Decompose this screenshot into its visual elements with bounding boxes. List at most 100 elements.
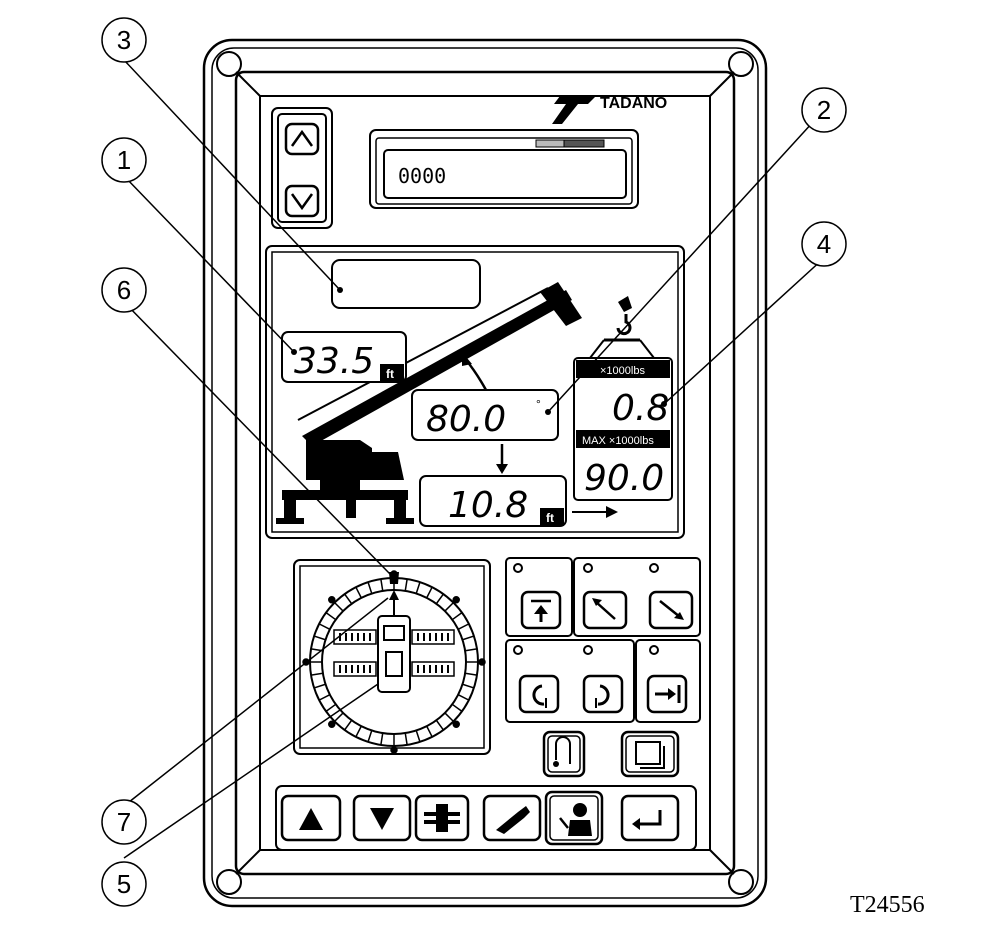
svg-text:1: 1 [117, 145, 131, 175]
callout-6: 6 [101, 267, 147, 313]
blank-indicator-box [331, 259, 481, 309]
slew-segment [334, 602, 344, 612]
enter-key-button[interactable] [620, 794, 680, 842]
scroll-up-button[interactable] [284, 122, 320, 156]
outrigger-bars [333, 629, 455, 677]
slew-stop-button[interactable] [646, 674, 688, 714]
slew-segment [451, 612, 463, 621]
slew-segment [462, 635, 475, 641]
callout-1: 1 [101, 137, 147, 183]
working-radius-display: 10.8 ft [419, 475, 567, 527]
slew-segment [435, 593, 444, 605]
slew-segment [367, 730, 373, 743]
slew-segment [464, 648, 478, 652]
slew-left-button[interactable] [518, 674, 560, 714]
slew-segment [318, 694, 331, 701]
svg-text:7: 7 [117, 807, 131, 837]
svg-text:3: 3 [117, 25, 131, 55]
slew-segment [435, 719, 444, 731]
callout-7: 7 [101, 799, 147, 845]
boom-length-unit: ft [386, 367, 394, 381]
boom-angle-display: 80.0 ° [411, 389, 559, 441]
slew-segment [310, 672, 324, 676]
arrow-up-icon [534, 605, 548, 614]
slew-segment [451, 703, 463, 712]
slew-tick-marker [328, 720, 336, 728]
callout-3: 3 [101, 17, 147, 63]
boom-length-value: 33.5 [294, 341, 374, 382]
screw-icon [728, 869, 754, 895]
function-key-panel-top [505, 557, 701, 723]
working-radius-value: 10.8 [448, 485, 528, 526]
winch-hook-icon [555, 736, 571, 764]
tools-key-button[interactable] [482, 794, 542, 842]
corner-screws [216, 51, 754, 895]
slew-segment [404, 578, 408, 592]
slew-segment [318, 623, 331, 630]
lower-arrow-icon [659, 600, 681, 618]
slew-indicator-panel [293, 559, 491, 755]
slew-segment [325, 612, 337, 621]
slew-segment [344, 593, 353, 605]
pages-icon [635, 741, 661, 765]
up-key-button[interactable] [280, 794, 342, 842]
tadano-logo: TADANO [552, 95, 667, 124]
hook-winch-button[interactable] [542, 730, 586, 778]
front-arrow-icon [389, 590, 399, 600]
slew-segment [426, 725, 433, 738]
hook-icon [618, 296, 632, 312]
slew-segment [457, 623, 470, 630]
callout-2: 2 [801, 87, 847, 133]
slew-tick-marker [390, 746, 398, 754]
svg-text:4: 4 [817, 229, 831, 259]
outrigger-key-button[interactable] [414, 794, 470, 842]
pages-button[interactable] [620, 730, 680, 778]
load-display: ×1000lbs 0.8 MAX ×1000lbs 90.0 [573, 357, 673, 501]
operator-key-button[interactable] [544, 790, 604, 846]
enter-icon [636, 810, 662, 826]
slew-segment [464, 672, 478, 676]
slew-segment [444, 712, 454, 722]
slew-tick-marker [452, 596, 460, 604]
boom-angle-value: 80.0 [426, 399, 506, 440]
reference-code: T24556 [850, 892, 925, 918]
slew-segment [380, 732, 384, 746]
callout-dots [291, 287, 667, 415]
slew-position-marker [389, 572, 399, 584]
actual-load-value: 0.8 [612, 388, 669, 429]
bottom-key-tray [275, 785, 697, 851]
slew-segment [334, 712, 344, 722]
slew-segment [313, 683, 326, 689]
boom-lower-button[interactable] [648, 590, 694, 630]
boom-length-display: 33.5 ft [281, 331, 407, 383]
telescope-extend-button[interactable] [520, 590, 562, 630]
slew-tick-marker [452, 720, 460, 728]
callout-4: 4 [801, 221, 847, 267]
triangle-up-icon [299, 808, 323, 830]
slew-segment [355, 725, 362, 738]
slew-segment [355, 586, 362, 599]
slew-tick-marker [328, 596, 336, 604]
down-key-button[interactable] [352, 794, 412, 842]
carrier-body-icon [377, 615, 411, 693]
slew-segment [415, 581, 421, 594]
screw-icon [728, 51, 754, 77]
slew-segment [444, 602, 454, 612]
rotate-right-icon [597, 684, 610, 706]
slew-segment [313, 635, 326, 641]
slew-tick-marker [478, 658, 486, 666]
slew-segment [415, 730, 421, 743]
slew-segment [367, 581, 373, 594]
wrench-icon [496, 806, 530, 834]
boom-raise-button[interactable] [582, 590, 628, 630]
callout-5: 5 [101, 861, 147, 907]
slew-right-button[interactable] [582, 674, 624, 714]
message-display-text: 0000 [398, 164, 446, 188]
slew-segment [344, 719, 353, 731]
svg-text:6: 6 [117, 275, 131, 305]
boom-angle-unit: ° [536, 397, 541, 411]
slew-segment [426, 586, 433, 599]
scroll-down-button[interactable] [284, 184, 320, 218]
chevron-down-icon [290, 193, 314, 211]
